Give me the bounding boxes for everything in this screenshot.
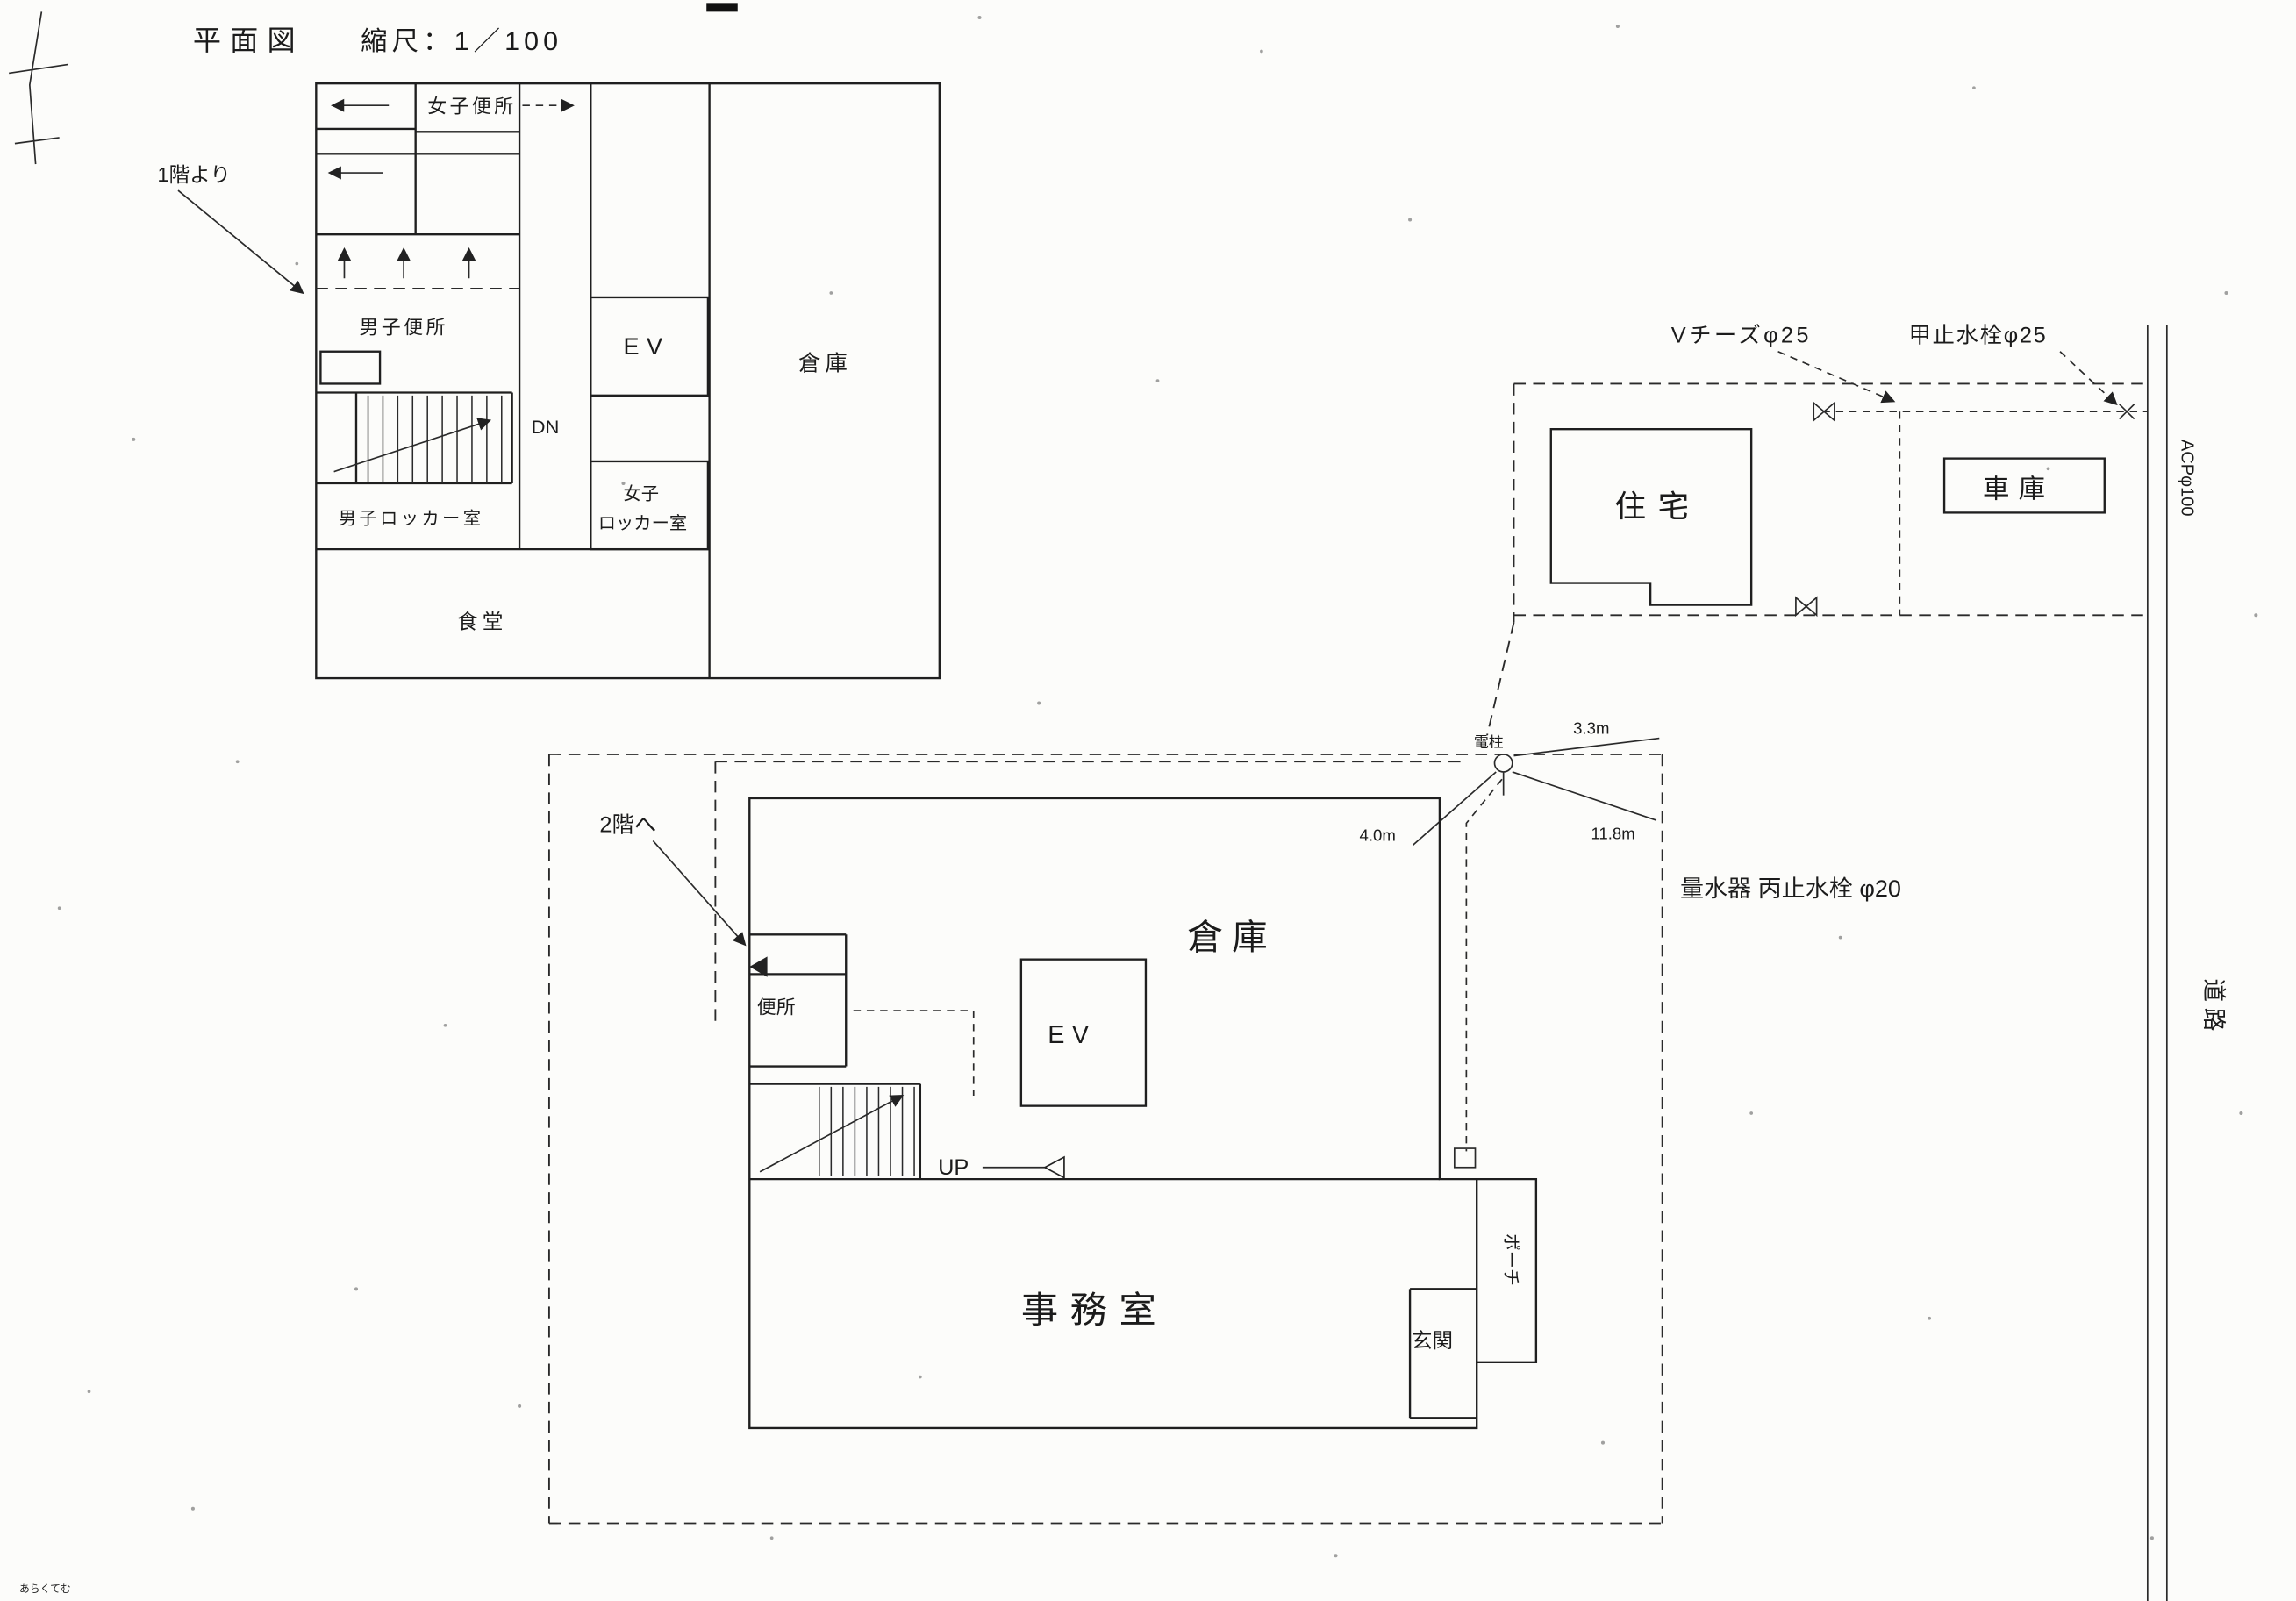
from-first-floor-label: 1階より [157,163,231,186]
water-service-pipes [1465,350,2148,1152]
up-label: UP [938,1155,969,1180]
drawing-scale: 縮尺：1／100 [361,26,562,56]
water-meter-box [1453,1147,1477,1169]
scan-noise [57,16,2258,1558]
first-floor-site-boundary [547,753,1663,1525]
porch-label: ポーチ [1500,1233,1520,1286]
up-direction-arrow [982,1155,1065,1179]
house-outline [1549,428,1753,606]
toilet-door-arrow [749,956,768,977]
first-floor-plan: 2階へ 便所 EV 倉庫 UP 事務室 玄関 ポーチ [547,753,1663,1525]
toilet-label: 便所 [757,997,796,1018]
garage-label: 車庫 [1983,475,2054,504]
site-boundary-dashed [1486,382,2148,736]
elevator-1f-label: EV [1048,1021,1096,1049]
from-first-floor-leader [177,189,304,295]
to-second-floor-label: 2階へ [599,813,656,838]
water-meter-note-label: 量水器 丙止水栓 φ20 [1680,876,1901,902]
v-tees-label: Vチーズφ25 [1671,324,1812,348]
dim-4-0m-label: 4.0m [1360,826,1396,845]
scan-smudge [706,3,738,12]
house-label: 住宅 [1615,490,1701,525]
stair-down-arrow [333,418,492,473]
down-label: DN [532,416,560,438]
road-label: 道路 [2200,978,2227,1037]
office-label: 事務室 [1021,1290,1168,1331]
storage-2f-label: 倉庫 [798,352,852,376]
first-floor-stair-hatch [819,1086,915,1176]
utility-pole-icon [1493,754,1513,773]
womens-locker-label-line2: ロッカー室 [598,513,687,533]
second-floor-door-arrows [327,98,476,279]
site-plan: Vチーズφ25 甲止水栓φ25 住宅 車庫 ACPφ100 電柱 3.3m 11… [1360,324,2227,1601]
watermark-text: あらくてむ [19,1583,71,1595]
dining-label: 食堂 [457,610,507,633]
mens-locker-label: 男子ロッカー室 [339,509,484,529]
second-floor-stair-hatch [367,395,503,484]
womens-toilet-label: 女子便所 [427,96,516,118]
to-second-floor-leader [652,840,747,947]
dim-3-3m-label: 3.3m [1573,719,1609,738]
garage-outline [1942,457,2106,514]
north-arrow-icon [9,11,68,165]
entrance-label: 玄関 [1412,1329,1453,1352]
first-floor-interior-walls [749,933,1478,1419]
dimension-leader-lines [1412,737,1660,847]
storage-1f-label: 倉庫 [1187,917,1276,957]
dim-11-8m-label: 11.8m [1591,825,1634,843]
drawing-title: 平面図 [193,25,304,56]
second-floor-plan: 女子便所 1階より 男子便所 EV 倉庫 DN 男子ロッカー室 女子 ロッカー室… [157,82,941,680]
mens-toilet-label: 男子便所 [359,317,447,339]
road-edge-lines [2146,325,2168,1601]
utility-pole-label: 電柱 [1474,734,1504,751]
elevator-2f-label: EV [623,333,669,360]
stair-up-arrow [759,1095,905,1173]
second-floor-outer-wall [315,82,941,680]
womens-locker-label-line1: 女子 [623,483,659,504]
valve-symbols [1795,401,2135,618]
first-floor-building-outline [748,797,1538,1430]
second-floor-interior-walls [316,83,711,679]
acp-pipe-label: ACPφ100 [2178,440,2197,517]
stop-valve-label: 甲止水栓φ25 [1908,324,2047,348]
